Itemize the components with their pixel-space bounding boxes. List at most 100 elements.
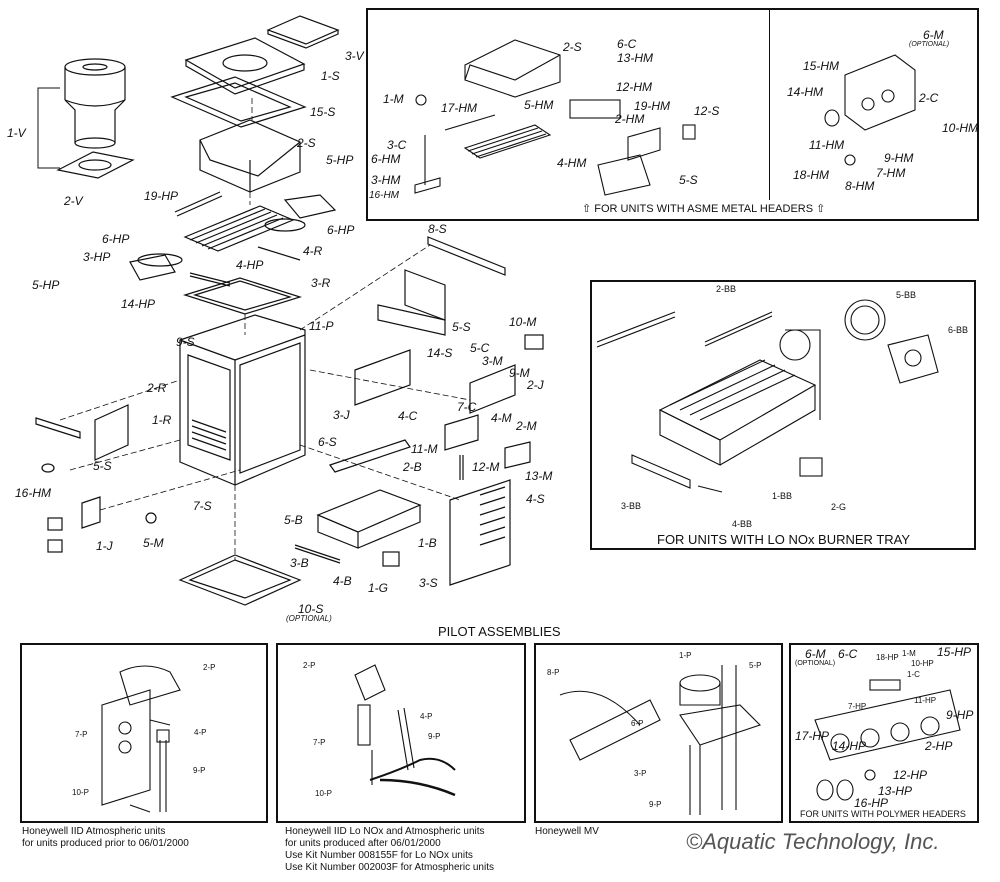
label-10-s-optional: (OPTIONAL) <box>286 614 332 623</box>
asme-label-14-hm: 14-HM <box>787 85 824 99</box>
pilot4-label-13-hp: 13-HP <box>878 784 913 798</box>
label-2-r: 2-R <box>147 381 167 395</box>
asme-label-16-hm: 16-HM <box>369 190 400 201</box>
pilot4-label-11-hp: 11-HP <box>914 696 937 705</box>
label-4-r: 4-R <box>303 244 323 258</box>
pilot3-label-6-p: 6-P <box>631 719 644 728</box>
lonox-label-1-bb: 1-BB <box>772 491 793 501</box>
heat-exchanger-19-hp <box>183 205 295 252</box>
asme-label-8-hm: 8-HM <box>845 179 875 193</box>
label-11-p: 11-P <box>309 319 334 333</box>
lonox-label-6-bb: 6-BB <box>948 325 969 335</box>
pilot4-label-14-hp: 14-HP <box>832 739 867 753</box>
label-12-m: 12-M <box>472 460 500 474</box>
label-2-j: 2-J <box>527 378 544 392</box>
label-1-r: 1-R <box>152 413 172 427</box>
pilot4-label-6-c: 6-C <box>838 647 858 661</box>
asme-label-15-hm: 15-HM <box>803 59 840 73</box>
label-3-j: 3-J <box>333 408 350 422</box>
pilot1-caption-1: Honeywell IID Atmospheric units <box>22 826 166 837</box>
label-14-s: 14-S <box>427 346 453 360</box>
label-7-c: 7-C <box>457 400 477 414</box>
pilot4-caption: FOR UNITS WITH POLYMER HEADERS <box>800 809 966 819</box>
pilot4-label-17-hp: 17-HP <box>795 729 830 743</box>
lonox-label-2-bb: 2-BB <box>716 284 737 294</box>
lonox-caption: FOR UNITS WITH LO NOx BURNER TRAY <box>657 532 911 547</box>
pilot2-label-4-p: 4-P <box>420 712 433 721</box>
asme-caption: ⇧ FOR UNITS WITH ASME METAL HEADERS ⇧ <box>582 203 826 215</box>
pilot3-label-5-p: 5-P <box>749 661 762 670</box>
pilot2-caption-4: Use Kit Number 002003F for Atmospheric u… <box>285 862 494 873</box>
asme-divider <box>769 10 770 200</box>
asme-label-19-hm: 19-HM <box>634 99 671 113</box>
label-1-b: 1-B <box>418 536 437 550</box>
asme-label-11-hm: 11-HM <box>809 138 845 152</box>
pilot4-label-18-hp: 18-HP <box>876 653 899 662</box>
pilot-panel-2 <box>276 643 526 823</box>
asme-label-2-hm: 2-HM <box>615 112 645 126</box>
label-13-m: 13-M <box>525 469 553 483</box>
label-7-s: 7-S <box>193 499 212 513</box>
pilot4-label-1-m: 1-M <box>902 649 916 658</box>
lonox-label-2-g: 2-G <box>831 502 847 512</box>
asme-label-2-c: 2-C <box>919 91 939 105</box>
label-9-s: 9-S <box>176 335 195 349</box>
label-5-b: 5-B <box>284 513 303 527</box>
pilot4-label-6-m: 6-M <box>805 647 826 661</box>
pilot1-label-2-p: 2-P <box>203 663 216 672</box>
pilot1-label-9-p: 9-P <box>193 766 206 775</box>
lonox-panel <box>590 280 976 550</box>
pilot2-caption-3: Use Kit Number 008155F for Lo NOx units <box>285 850 473 861</box>
pilot4-label-16-hp: 16-HP <box>854 796 889 810</box>
pilot4-label-1-c: 1-C <box>907 670 920 679</box>
label-8-s: 8-S <box>428 222 447 236</box>
pilot-assemblies-title: PILOT ASSEMBLIES <box>438 624 561 639</box>
asme-label-12-s: 12-S <box>694 104 720 118</box>
lonox-label-5-bb: 5-BB <box>896 290 917 300</box>
up-arrow-icon: ⇧ <box>816 203 826 215</box>
pilot4-label-15-hp: 15-HP <box>937 645 972 659</box>
label-2-v: 2-V <box>64 194 83 208</box>
asme-label-1-m: 1-M <box>383 92 404 106</box>
label-3-s: 3-S <box>419 576 438 590</box>
asme-label-7-hm: 7-HM <box>876 166 906 180</box>
label-4-c: 4-C <box>398 409 418 423</box>
asme-label-18-hm: 18-HM <box>793 168 830 182</box>
pilot3-label-3-p: 3-P <box>634 769 647 778</box>
label-5-hp-top: 5-HP <box>326 153 354 167</box>
label-9-m: 9-M <box>509 366 530 380</box>
pilot2-label-9-p: 9-P <box>428 732 441 741</box>
asme-label-5-s: 5-S <box>679 173 698 187</box>
asme-label-6-hm: 6-HM <box>371 152 401 166</box>
pilot4-label-12-hp: 12-HP <box>893 768 928 782</box>
label-2-s: 2-S <box>297 136 316 150</box>
label-4-hp: 4-HP <box>236 258 264 272</box>
pilot4-label-7-hp: 7-HP <box>848 702 867 711</box>
asme-label-2-s: 2-S <box>563 40 582 54</box>
label-11-m: 11-M <box>411 442 438 456</box>
label-1-j: 1-J <box>96 539 113 553</box>
pilot3-label-8-p: 8-P <box>547 668 560 677</box>
label-5-s-lower: 5-S <box>93 459 112 473</box>
label-3-hp: 3-HP <box>83 250 111 264</box>
label-6-s: 6-S <box>318 435 337 449</box>
pilot1-label-10-p: 10-P <box>72 788 89 797</box>
asme-label-6-m: 6-M <box>923 28 944 42</box>
pilot2-label-2-p: 2-P <box>303 661 316 670</box>
pilot4-label-10-hp: 10-HP <box>911 659 934 668</box>
pilot1-label-7-p: 7-P <box>75 730 88 739</box>
label-4-m: 4-M <box>491 411 512 425</box>
pilot3-caption-1: Honeywell MV <box>535 826 599 837</box>
pilot2-caption-2: for units produced after 06/01/2000 <box>285 838 441 849</box>
pilot1-caption-2: for units produced prior to 06/01/2000 <box>22 838 189 849</box>
label-5-s: 5-S <box>452 320 471 334</box>
label-6-hp-right: 6-HP <box>327 223 355 237</box>
asme-label-4-hm: 4-HM <box>557 156 587 170</box>
label-10-s: 10-S <box>298 602 324 616</box>
label-6-hp-left: 6-HP <box>102 232 130 246</box>
pilot4-label-6-m-optional: (OPTIONAL) <box>795 660 836 667</box>
label-16-hm: 16-HM <box>15 486 52 500</box>
lonox-label-4-bb: 4-BB <box>732 519 753 529</box>
asme-label-3-c: 3-C <box>387 138 407 152</box>
